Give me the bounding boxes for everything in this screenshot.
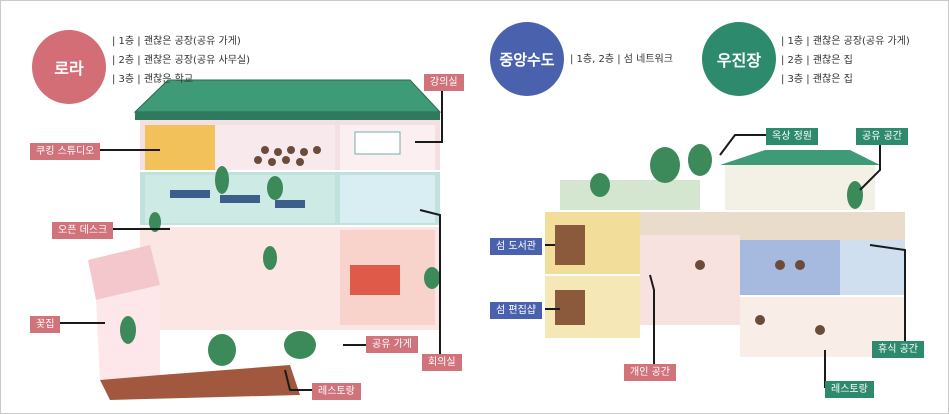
ujin-floor-3: | 3층 | 괜찮은 집 xyxy=(781,74,853,85)
cooking-studio-room xyxy=(145,125,215,170)
whiteboard xyxy=(354,131,401,155)
flower-awning xyxy=(88,245,160,300)
label-lecture-room: 강의실 xyxy=(424,74,464,91)
label-open-desk: 오픈 데스크 xyxy=(52,222,114,239)
label-cooking-studio: 쿠킹 스튜디오 xyxy=(30,143,101,160)
rora-floor-2: | 2층 | 괜찮은 공장(공유 사무실) xyxy=(112,55,250,66)
rooftop-garden xyxy=(560,180,700,210)
label-private-space: 개인 공간 xyxy=(624,364,676,381)
rora-floor-1: | 1층 | 괜찮은 공장(공유 가게) xyxy=(112,36,241,47)
rora-badge: 로라 xyxy=(32,30,106,104)
shared-space-room xyxy=(740,240,840,295)
label-shared-space: 공유 공간 xyxy=(856,128,908,145)
rora-floor-list: | 1층 | 괜찮은 공장(공유 가게) | 2층 | 괜찮은 공장(공유 사무… xyxy=(112,32,250,89)
label-library: 섬 도서관 xyxy=(490,238,542,255)
rora-floor-3: | 3층 | 괜찮은 학교 xyxy=(112,74,194,85)
ujin-floor-1: | 1층 | 괜찮은 공장(공유 가게) xyxy=(781,36,910,47)
ujin-badge: 우진장 xyxy=(702,22,776,96)
label-shared-store: 공유 가게 xyxy=(366,336,418,353)
right-roof xyxy=(720,150,880,165)
label-edit-shop: 섬 편집샵 xyxy=(490,302,542,319)
ujin-floor-2: | 2층 | 괜찮은 집 xyxy=(781,55,853,66)
ujin-floor-list: | 1층 | 괜찮은 공장(공유 가게) | 2층 | 괜찮은 집 | 3층 |… xyxy=(781,32,910,89)
label-left-restaurant: 레스토랑 xyxy=(312,383,361,400)
deck xyxy=(100,365,300,400)
center-badge: 중앙수도 xyxy=(490,22,564,96)
label-flower-shop: 꽃집 xyxy=(30,316,61,333)
left-roof-edge xyxy=(135,112,440,120)
meeting-room-upper xyxy=(340,175,435,223)
store-counter xyxy=(350,265,400,295)
label-rooftop-garden: 옥상 정원 xyxy=(766,128,818,145)
center-floor-list: | 1층, 2층 | 섬 네트워크 xyxy=(570,50,673,69)
private-room xyxy=(640,235,740,325)
label-right-restaurant: 레스토랑 xyxy=(825,381,874,398)
label-meeting-room: 회의실 xyxy=(422,354,462,371)
label-rest-space: 휴식 공간 xyxy=(872,341,924,358)
center-floor-1: | 1층, 2층 | 섬 네트워크 xyxy=(570,54,673,65)
